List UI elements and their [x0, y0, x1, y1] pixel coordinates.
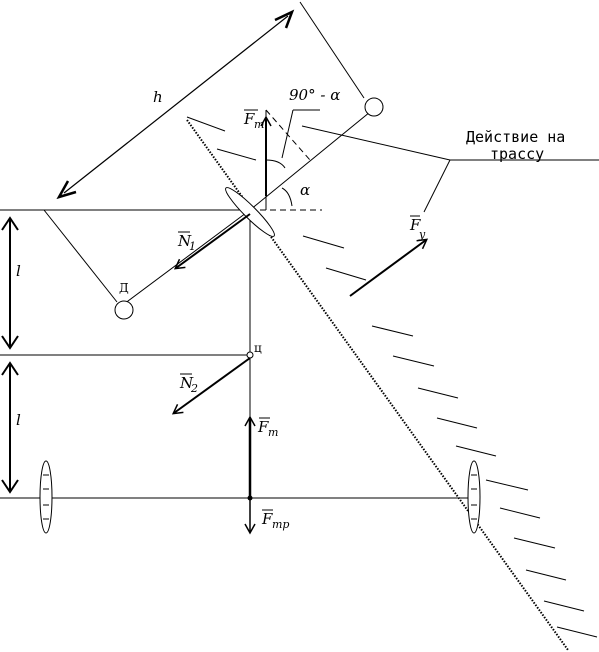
label-n2: N 2 [179, 373, 198, 395]
callout-leaders [301, 125, 599, 213]
force-fy [349, 238, 429, 297]
dimension-h [43, 1, 365, 303]
svg-text:F: F [257, 418, 269, 436]
point-c-circle [246, 351, 254, 359]
label-n1: N 1 [177, 231, 196, 253]
bottom-pivot-dot [247, 495, 253, 501]
point-d-circle [114, 300, 134, 320]
label-l-bottom: l [16, 411, 21, 429]
dimension-l-bottom [1, 361, 19, 494]
callout-text-line2: трассу [490, 145, 544, 163]
svg-text:F: F [409, 216, 421, 234]
label-l-top: l [16, 262, 21, 280]
svg-text:N: N [179, 374, 194, 392]
force-n1 [173, 213, 251, 270]
left-foot-ellipse [39, 460, 53, 534]
reference-lines [0, 209, 478, 499]
label-angle-complement: 90° - α [289, 86, 340, 104]
svg-text:y: y [418, 228, 426, 241]
label-point-c: ц [254, 341, 262, 355]
svg-text:т: т [268, 426, 278, 439]
label-h: h [153, 88, 163, 106]
label-angle-alpha: α [300, 181, 310, 199]
label-ft: F т [257, 417, 278, 439]
rod [123, 111, 371, 305]
svg-text:F: F [261, 510, 273, 528]
upper-circle [364, 97, 384, 117]
track-slope [186, 116, 598, 651]
label-ftr: F тр [261, 509, 289, 531]
svg-text:1: 1 [189, 240, 196, 253]
callout-text-line1: Действие на [466, 128, 565, 146]
svg-text:m: m [254, 118, 264, 131]
label-fm: F m [243, 109, 264, 131]
label-point-d: Д [119, 281, 129, 295]
track-hatching [186, 116, 598, 638]
force-n2 [171, 357, 251, 415]
svg-text:тр: тр [272, 518, 289, 531]
svg-text:2: 2 [190, 382, 198, 395]
svg-text:N: N [177, 232, 192, 250]
dimension-l-top [1, 216, 19, 350]
right-foot-ellipse [467, 460, 481, 534]
svg-text:F: F [243, 110, 255, 128]
label-fy: F y [409, 215, 426, 241]
